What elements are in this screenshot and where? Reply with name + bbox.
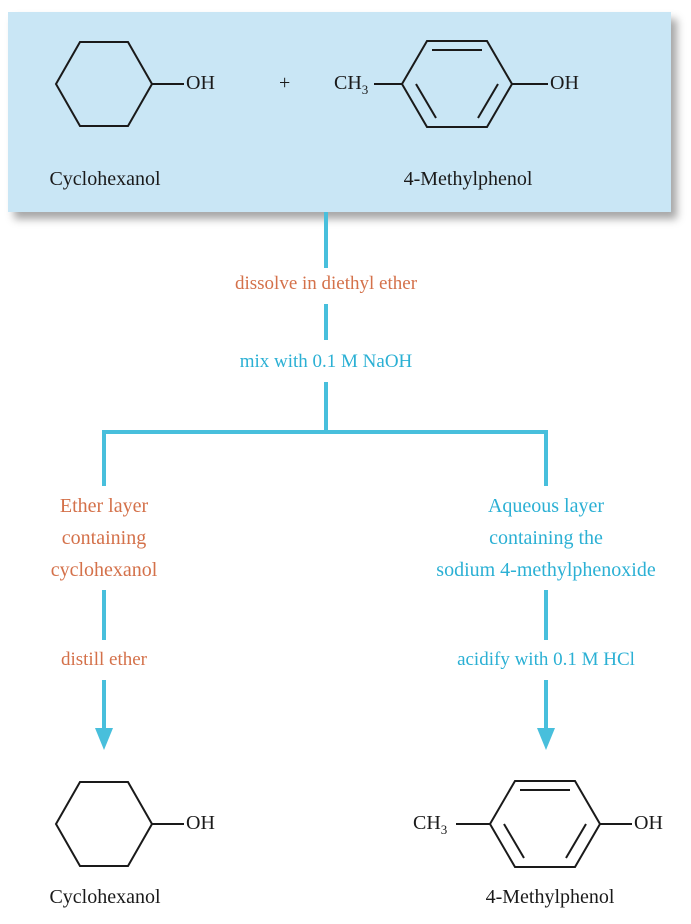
benzene-double-bond	[503, 823, 525, 859]
reactants-box	[8, 12, 671, 212]
step-acidify: acidify with 0.1 M HCl	[416, 648, 676, 672]
subscript-3: 3	[361, 82, 369, 97]
product-name-cyclohexanol: Cyclohexanol	[49, 886, 161, 908]
oh-label: OH	[186, 812, 215, 834]
aqueous-layer-line: Aqueous layer	[487, 495, 605, 517]
aqueous-layer-line: containing the	[489, 527, 603, 549]
oh-label: OH	[186, 72, 215, 94]
cyclohexane-ring-icon	[54, 781, 154, 867]
ether-layer-line: containing	[61, 527, 147, 549]
ch-text: CH	[413, 812, 441, 834]
arrowhead-icon	[95, 728, 113, 750]
product-name-methylphenol: 4-Methylphenol	[485, 886, 615, 908]
methyl-label: CH3	[413, 812, 447, 838]
reactant-name-cyclohexanol: Cyclohexanol	[49, 168, 161, 190]
oh-label: OH	[634, 812, 663, 834]
step-mix: mix with 0.1 M NaOH	[176, 350, 476, 374]
ether-layer-line: cyclohexanol	[50, 559, 158, 581]
step-dissolve: dissolve in diethyl ether	[176, 272, 476, 296]
cyclohexane-ring-icon	[54, 41, 154, 127]
subscript-3: 3	[440, 822, 448, 837]
step-distill: distill ether	[4, 648, 204, 672]
benzene-ring-icon	[488, 780, 602, 868]
ether-layer-label: Ether layer containing cyclohexanol	[4, 490, 204, 586]
methyl-label: CH3	[334, 72, 368, 98]
benzene-double-bond	[565, 823, 587, 859]
oh-label: OH	[550, 72, 579, 94]
aqueous-layer-label: Aqueous layer containing the sodium 4-me…	[400, 490, 691, 586]
ch-text: CH	[334, 72, 362, 94]
arrowhead-icon	[537, 728, 555, 750]
reactant-name-methylphenol: 4-Methylphenol	[403, 168, 533, 190]
benzene-double-bond	[415, 83, 437, 119]
aqueous-layer-line: sodium 4-methylphenoxide	[436, 559, 656, 581]
benzene-double-bond	[477, 83, 499, 119]
ether-layer-line: Ether layer	[59, 495, 149, 517]
plus-sign: +	[279, 72, 291, 94]
benzene-ring-icon	[400, 40, 514, 128]
